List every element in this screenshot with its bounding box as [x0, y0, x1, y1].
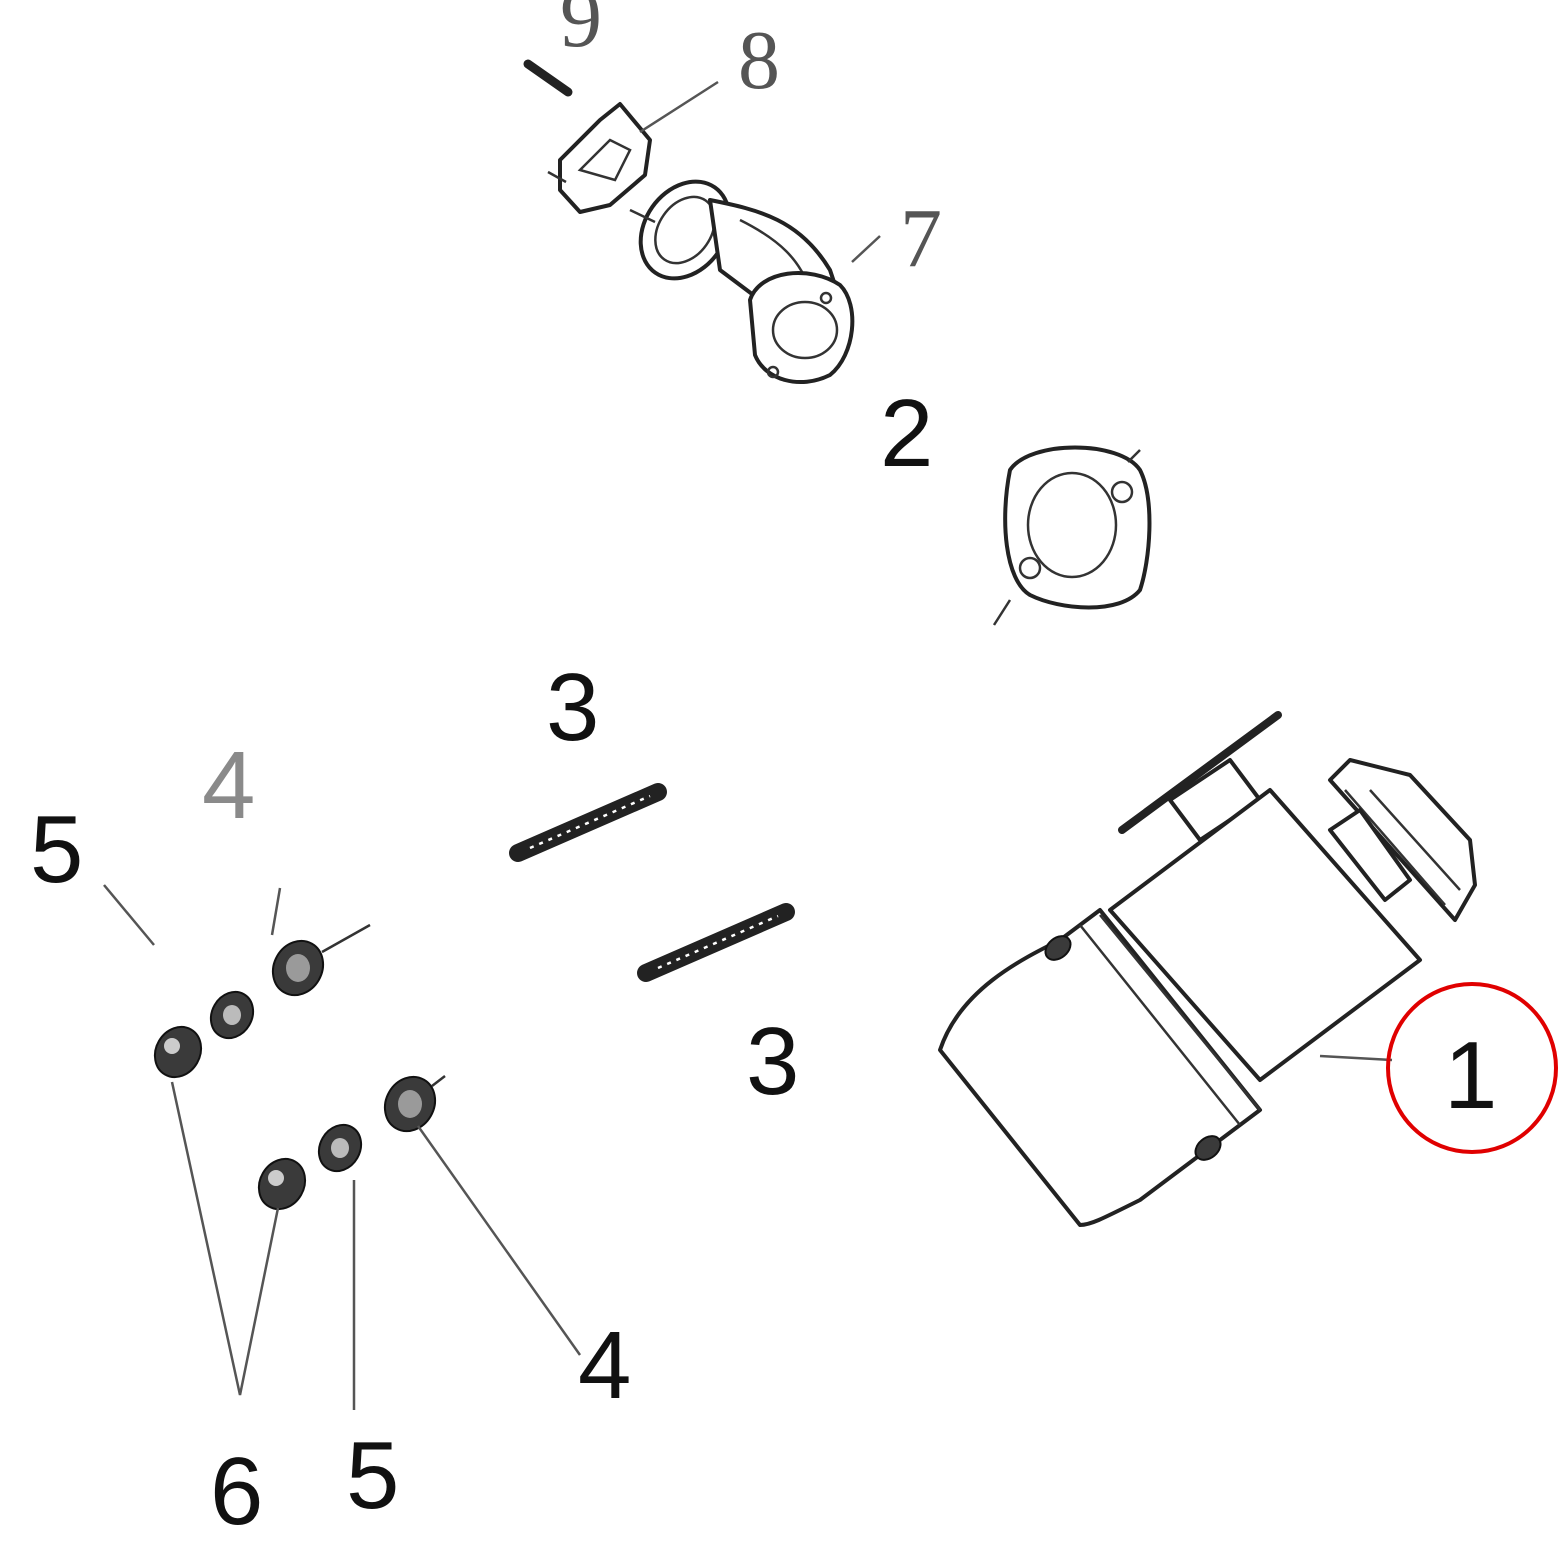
part-4-washer-upper[interactable]: [263, 923, 371, 1004]
leader-4-lower: [416, 1125, 582, 1356]
callout-4-lower[interactable]: 4: [578, 1312, 631, 1419]
part-7-intake-elbow[interactable]: [622, 164, 855, 385]
leader-5-upper: [103, 884, 155, 946]
callout-2[interactable]: 2: [880, 380, 933, 487]
part-1-muffler[interactable]: [938, 711, 1477, 1227]
leader-4-upper: [270, 887, 282, 936]
leader-7: [851, 235, 881, 263]
part-6-nut-upper[interactable]: [146, 1018, 210, 1085]
callout-3-upper[interactable]: 3: [546, 654, 599, 761]
part-5-lock-washer-lower[interactable]: [311, 1117, 370, 1179]
callout-6[interactable]: 6: [210, 1438, 263, 1545]
callout-7[interactable]: 7: [900, 192, 942, 285]
leader-lines: [103, 80, 1393, 1410]
leader-1: [1319, 1054, 1393, 1062]
callout-1-highlight-circle: [1386, 982, 1558, 1154]
part-4-washer-lower[interactable]: [375, 1068, 446, 1140]
leader-8: [639, 80, 719, 134]
callout-9[interactable]: 9: [560, 0, 602, 65]
part-8-gasket[interactable]: [547, 102, 652, 214]
callout-labels: 1 2 3 3 4 4 5 5 6 7 8 9: [30, 0, 1497, 1545]
part-9-bolt[interactable]: [523, 59, 573, 97]
callout-4-upper[interactable]: 4: [202, 732, 255, 839]
part-2-flange-gasket[interactable]: [992, 445, 1152, 626]
callout-8[interactable]: 8: [738, 14, 780, 107]
leader-6: [170, 1081, 280, 1396]
callout-5-upper[interactable]: 5: [30, 796, 83, 903]
part-3-stud-upper[interactable]: [509, 783, 667, 862]
callout-5-lower[interactable]: 5: [346, 1422, 399, 1529]
part-3-stud-lower[interactable]: [637, 903, 795, 982]
part-5-lock-washer-upper[interactable]: [203, 984, 262, 1046]
callout-1[interactable]: 1: [1444, 1022, 1497, 1129]
part-6-nut-lower[interactable]: [250, 1150, 314, 1217]
callout-3-lower[interactable]: 3: [746, 1008, 799, 1115]
